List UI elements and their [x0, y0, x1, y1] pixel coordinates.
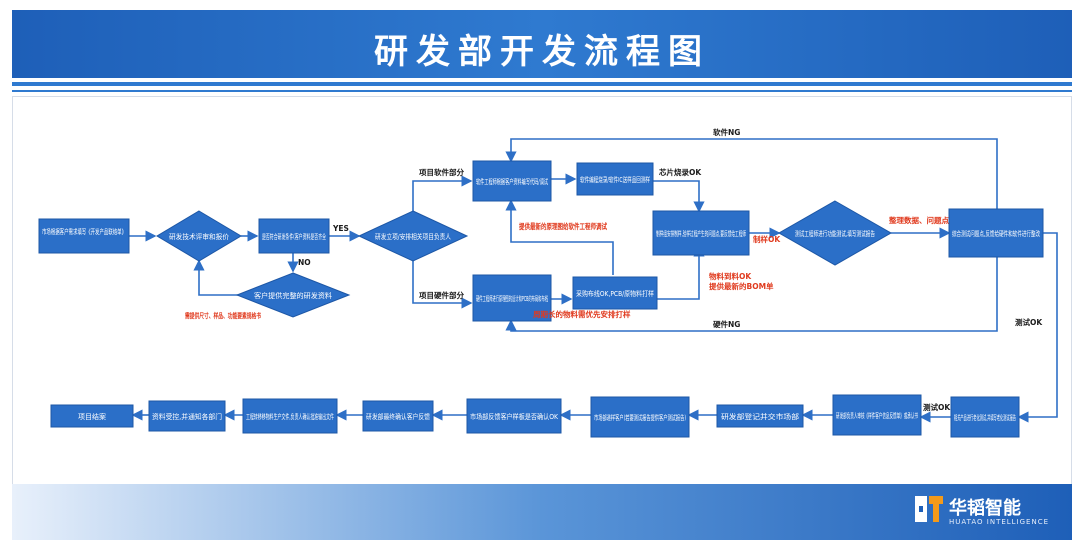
decision-diamond [777, 200, 893, 266]
label-no: NO [298, 258, 311, 267]
label-long-cycle: 周期长的物料需优先安排打样 [533, 309, 631, 319]
divider [12, 90, 1072, 92]
node-box [472, 160, 552, 202]
label-material-ok: 物料到料OK [709, 271, 752, 281]
brand-logo: 华韬智能 HUATAO INTELLIGENCE [915, 492, 1065, 532]
nodes [38, 160, 1044, 438]
label-software-part: 项目软件部分 [419, 167, 464, 177]
node-text: 市场部递样客户(若要测试报告提供客户测试报告) [594, 413, 686, 422]
divider [12, 82, 1072, 86]
node-text: 市场根据客户需求填写《开发产品联络单》 [42, 227, 126, 236]
decision-diamond [357, 210, 469, 262]
node-texts: 市场根据客户需求填写《开发产品联络单》 研发技术评审和报价 是否符合研发条件(客… [42, 175, 1040, 422]
node-box [590, 396, 690, 438]
logo-mark-icon [915, 496, 943, 522]
node-text: 硬件工程师进行原理图的设计和PCB的布局和布线 [476, 294, 548, 303]
flowchart: 市场根据客户需求填写《开发产品联络单》 研发技术评审和报价 是否符合研发条件(客… [38, 127, 1058, 438]
node-text: 软件工程师根据客户资料编写代码/调试 [476, 177, 548, 186]
arrow [1017, 232, 1058, 423]
node-box [148, 400, 226, 432]
node-box [50, 404, 134, 428]
node-box [716, 404, 804, 428]
node-text: 采购布线OK,PCB/原物料打样 [576, 289, 654, 298]
node-box [572, 276, 658, 310]
label-organize-data: 整理数据、问题点 [889, 215, 949, 225]
arrow [653, 180, 705, 213]
node-text: 研发部最终确认客户反馈 [366, 412, 430, 421]
node-box [652, 210, 750, 256]
node-box [38, 218, 130, 254]
node-text: 项目结案 [78, 412, 106, 421]
node-text: 研发技术评审和报价 [169, 232, 229, 241]
node-text: 综合测试问题点,反馈给硬件和软件进行整改 [952, 229, 1040, 238]
node-text: 工程转移移物料生产文件,负责人确认批准输出文件 [246, 412, 334, 421]
decision-diamond [156, 210, 242, 262]
arrow [412, 175, 473, 221]
label-provide-schematic: 提供最新的原理图给软件工程师调试 [519, 221, 607, 231]
node-box [832, 394, 922, 436]
node-text: 资料受控,并通知各部门 [152, 412, 222, 421]
node-box [258, 218, 330, 254]
node-text: 客户提供完整的研发资料 [254, 291, 332, 300]
node-box [576, 162, 654, 196]
node-box [466, 398, 562, 434]
page-title: 研发部开发流程图 [374, 32, 710, 72]
node-text: 是否符合研发条件(客户资料是否齐全 [262, 232, 326, 241]
node-box [472, 274, 552, 322]
decision-diamond [235, 272, 351, 318]
node-text: 软件编程烧录/软件IC送样品回测样 [580, 175, 650, 184]
label-software-ng: 软件NG [713, 127, 740, 137]
arrow [193, 259, 253, 296]
label-test-ok: 测试OK [1015, 317, 1043, 327]
node-text: 研发部登记并交市场部 [721, 412, 799, 421]
node-box [362, 400, 434, 432]
connectors [129, 138, 1058, 423]
flowchart-panel: 市场根据客户需求填写《开发产品联络单》 研发技术评审和报价 是否符合研发条件(客… [12, 96, 1072, 488]
arrow [505, 138, 998, 209]
brand-name: 华韬智能 [949, 498, 1021, 519]
label-provide-bom: 提供最新的BOM单 [709, 281, 774, 291]
node-text: 相关产品进行老化测试,并填写老化测试报告 [954, 413, 1016, 422]
edge-labels: YES NO 项目软件部分 项目硬件部分 芯片烧录OK 软件NG 硬件NG 提供… [185, 127, 1043, 412]
label-hardware-ng: 硬件NG [713, 319, 740, 329]
label-sample-ok: 制样OK [753, 234, 781, 244]
brand-subtitle: HUATAO INTELLIGENCE [949, 518, 1050, 526]
label-test-ok: 测试OK [923, 402, 951, 412]
footer-band [12, 484, 1072, 540]
node-box [242, 398, 338, 434]
node-box [948, 208, 1044, 258]
node-text: 研发立项/安排相关项目负责人 [375, 232, 451, 241]
arrow [505, 199, 614, 275]
label-chip-burn: 芯片烧录OK [659, 167, 702, 177]
arrow [412, 251, 473, 309]
node-text: 制样组安排制样,验样过程产生的问题点,要反馈给工程师 [656, 229, 746, 238]
arrow [657, 245, 705, 300]
label-hardware-part: 项目硬件部分 [419, 290, 464, 300]
title-banner: 研发部开发流程图 [12, 10, 1072, 78]
node-box [950, 396, 1020, 438]
arrow [505, 257, 998, 332]
node-text: 测试工程师进行功能测试,填写测试报告 [795, 229, 875, 238]
node-text: 研发部负责人审核《样件客户信息反馈单》或承认书 [836, 411, 918, 420]
label-customer-note: 需提供尺寸、样品、功能要素规格书 [185, 311, 261, 320]
label-yes: YES [332, 224, 349, 233]
node-text: 市场部反馈客户样板是否确认OK [470, 412, 558, 421]
